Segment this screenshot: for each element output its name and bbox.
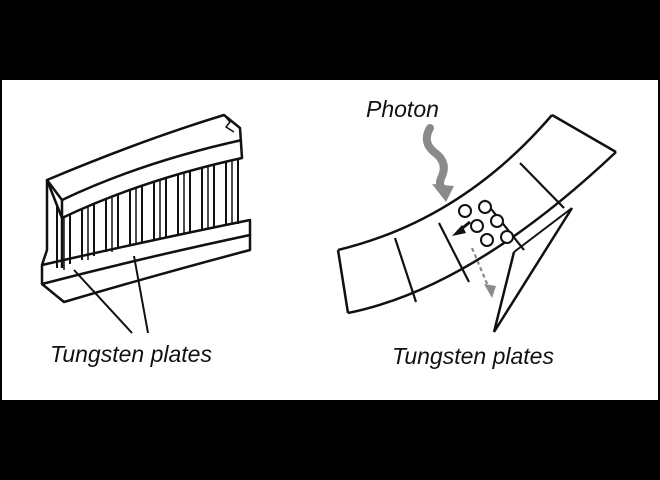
secondary-arrow bbox=[452, 220, 471, 236]
left-stack-base bbox=[40, 218, 252, 286]
right-tungsten-plates-label: Tungsten plates bbox=[392, 343, 554, 369]
interaction-circles bbox=[458, 200, 514, 247]
photon-arrow bbox=[422, 124, 454, 202]
photon-label: Photon bbox=[366, 96, 439, 122]
right-tungsten-plate bbox=[492, 207, 574, 333]
left-tungsten-plates-label: Tungsten plates bbox=[50, 341, 212, 367]
diagram-panel: Tungsten plates Tungsten plates Photon bbox=[2, 80, 658, 400]
tungsten-diagram bbox=[40, 113, 617, 334]
exit-arrow bbox=[470, 247, 496, 298]
left-plate-stack bbox=[40, 113, 252, 334]
